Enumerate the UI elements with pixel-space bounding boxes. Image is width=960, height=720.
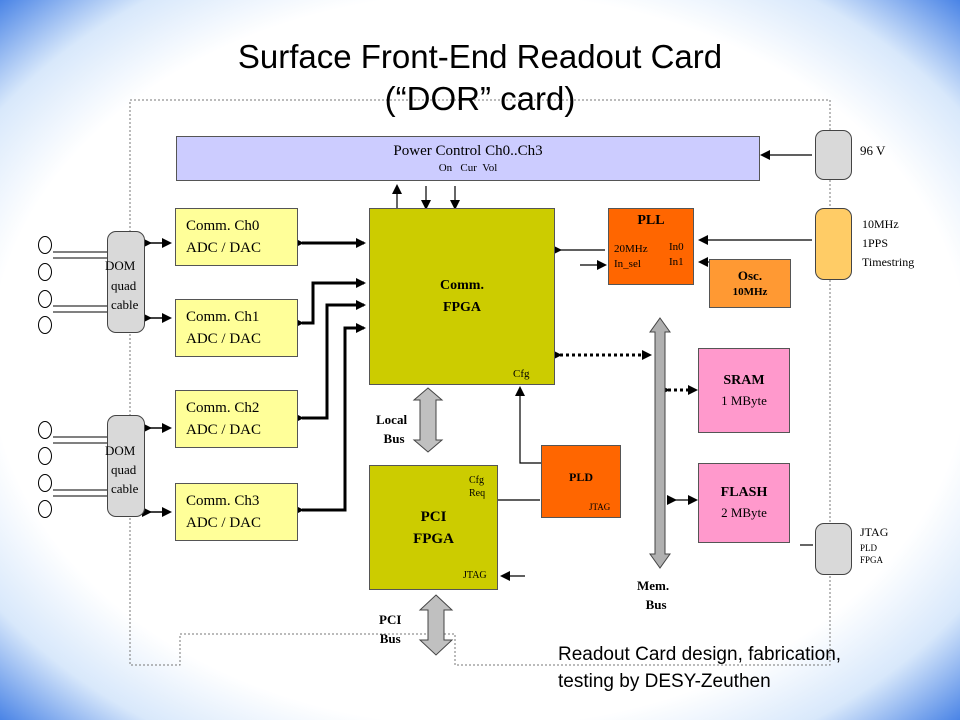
comm-ch1-block: Comm. Ch1 ADC / DAC: [175, 299, 298, 357]
pci-fpga-req: Req: [469, 488, 486, 499]
local-bus-label: Local Bus: [376, 410, 407, 448]
cable-end: [38, 236, 52, 254]
dom-connector-1: [107, 231, 145, 333]
dom-1-cable: cable: [111, 297, 139, 312]
jtag-fpga-label: FPGA: [860, 555, 884, 565]
comm-ch0-block: Comm. Ch0 ADC / DAC: [175, 208, 298, 266]
dom-2-quad: quad: [111, 462, 137, 477]
mem-bus-line1: Mem.: [637, 578, 670, 593]
pll-20mhz: 20MHz: [614, 243, 648, 255]
dom-cable-wires: [53, 251, 108, 497]
cable-end: [38, 447, 52, 465]
pll-insel: In_sel: [614, 258, 641, 270]
sram-block: SRAM 1 MByte: [698, 348, 790, 433]
local-bus-arrow: [412, 387, 444, 453]
pci-bus-label: PCI Bus: [379, 610, 401, 648]
pci-bus-arrow: [418, 594, 454, 656]
ch1-line1: Comm. Ch1: [186, 309, 260, 325]
v96-label: 96 V: [860, 143, 886, 158]
clock-connector: [815, 208, 852, 280]
flash-line1: FLASH: [720, 485, 768, 500]
ch3-line1: Comm. Ch3: [186, 493, 260, 509]
dom-2-cable: cable: [111, 481, 139, 496]
osc-line2: 10MHz: [732, 285, 768, 298]
pll-in1: In1: [669, 256, 684, 268]
power-control-signals: On Cur Vol: [438, 162, 498, 174]
osc-line1: Osc.: [737, 267, 763, 283]
channel-fpga-links: [294, 238, 366, 515]
mem-bus-line2: Bus: [645, 597, 667, 612]
comm-fpga-line1: Comm.: [440, 277, 484, 293]
pci-bus-line2: Bus: [379, 631, 401, 646]
pci-fpga-line2: FPGA: [413, 530, 454, 547]
cable-end: [38, 263, 52, 281]
cable-end: [38, 500, 52, 518]
pci-bus-line1: PCI: [379, 612, 402, 627]
dom-1-label: DOM: [105, 258, 136, 273]
dom-channel-arrows: [142, 238, 172, 517]
pld-label: PLD: [569, 470, 593, 484]
ch1-line2: ADC / DAC: [186, 331, 262, 347]
ch2-line2: ADC / DAC: [186, 422, 262, 438]
dom-1-quad: quad: [111, 278, 137, 293]
ch0-line1: Comm. Ch0: [186, 218, 260, 234]
ch0-line2: ADC / DAC: [186, 240, 262, 256]
pci-fpga-cfg: Cfg: [469, 475, 484, 486]
jtag-pld-label: PLD: [860, 543, 878, 553]
local-bus-line1: Local: [376, 412, 408, 427]
clk-1pps-label: 1PPS: [862, 236, 889, 250]
pll-block: PLL: [608, 208, 694, 285]
pll-title: PLL: [637, 213, 665, 228]
comm-ch3-block: Comm. Ch3 ADC / DAC: [175, 483, 298, 541]
footer-credit: Readout Card design, fabrication, testin…: [558, 641, 841, 695]
flash-line2: 2 MByte: [721, 505, 767, 520]
sram-line2: 1 MByte: [721, 392, 767, 408]
cable-end: [38, 474, 52, 492]
diagram-subtitle: (“DOR” card): [384, 80, 576, 117]
cable-end: [38, 290, 52, 308]
comm-fpga-cfg: Cfg: [513, 368, 530, 380]
comm-fpga-line2: FPGA: [442, 299, 482, 315]
cable-end: [38, 421, 52, 439]
jtag-label: JTAG: [860, 525, 889, 539]
cable-end: [38, 316, 52, 334]
clk-10mhz-label: 10MHz: [862, 217, 899, 231]
pld-block: PLD: [541, 445, 621, 518]
mem-bus-label: Mem. Bus: [637, 576, 669, 614]
osc-block: Osc. 10MHz: [709, 259, 791, 308]
sram-line1: SRAM: [723, 372, 765, 388]
board-outline: [129, 99, 831, 666]
ch3-line2: ADC / DAC: [186, 515, 262, 531]
comm-fpga-block: Comm. FPGA: [369, 208, 555, 385]
pll-in0: In0: [669, 241, 684, 253]
dom-connector-2: [107, 415, 145, 517]
pld-jtag: JTAG: [589, 502, 611, 512]
diagram-title: Surface Front-End Readout Card: [237, 38, 723, 75]
clk-timestring-label: Timestring: [862, 255, 915, 269]
pci-fpga-line1: PCI: [420, 508, 447, 525]
ch2-line1: Comm. Ch2: [186, 400, 260, 416]
dom-2-label: DOM: [105, 443, 136, 458]
power-connector: [815, 130, 852, 180]
pci-fpga-jtag: JTAG: [463, 570, 487, 581]
local-bus-line2: Bus: [383, 431, 405, 446]
pci-fpga-block: PCI FPGA: [369, 465, 498, 590]
power-control-label: Power Control Ch0..Ch3: [393, 143, 543, 159]
comm-ch2-block: Comm. Ch2 ADC / DAC: [175, 390, 298, 448]
mem-bus-arrow: [649, 317, 671, 569]
footer-line2: testing by DESY-Zeuthen: [558, 671, 771, 692]
footer-line1: Readout Card design, fabrication,: [558, 644, 842, 665]
power-control-block: Power Control Ch0..Ch3 On Cur Vol: [176, 136, 760, 181]
jtag-connector: [815, 523, 852, 575]
flash-block: FLASH 2 MByte: [698, 463, 790, 543]
